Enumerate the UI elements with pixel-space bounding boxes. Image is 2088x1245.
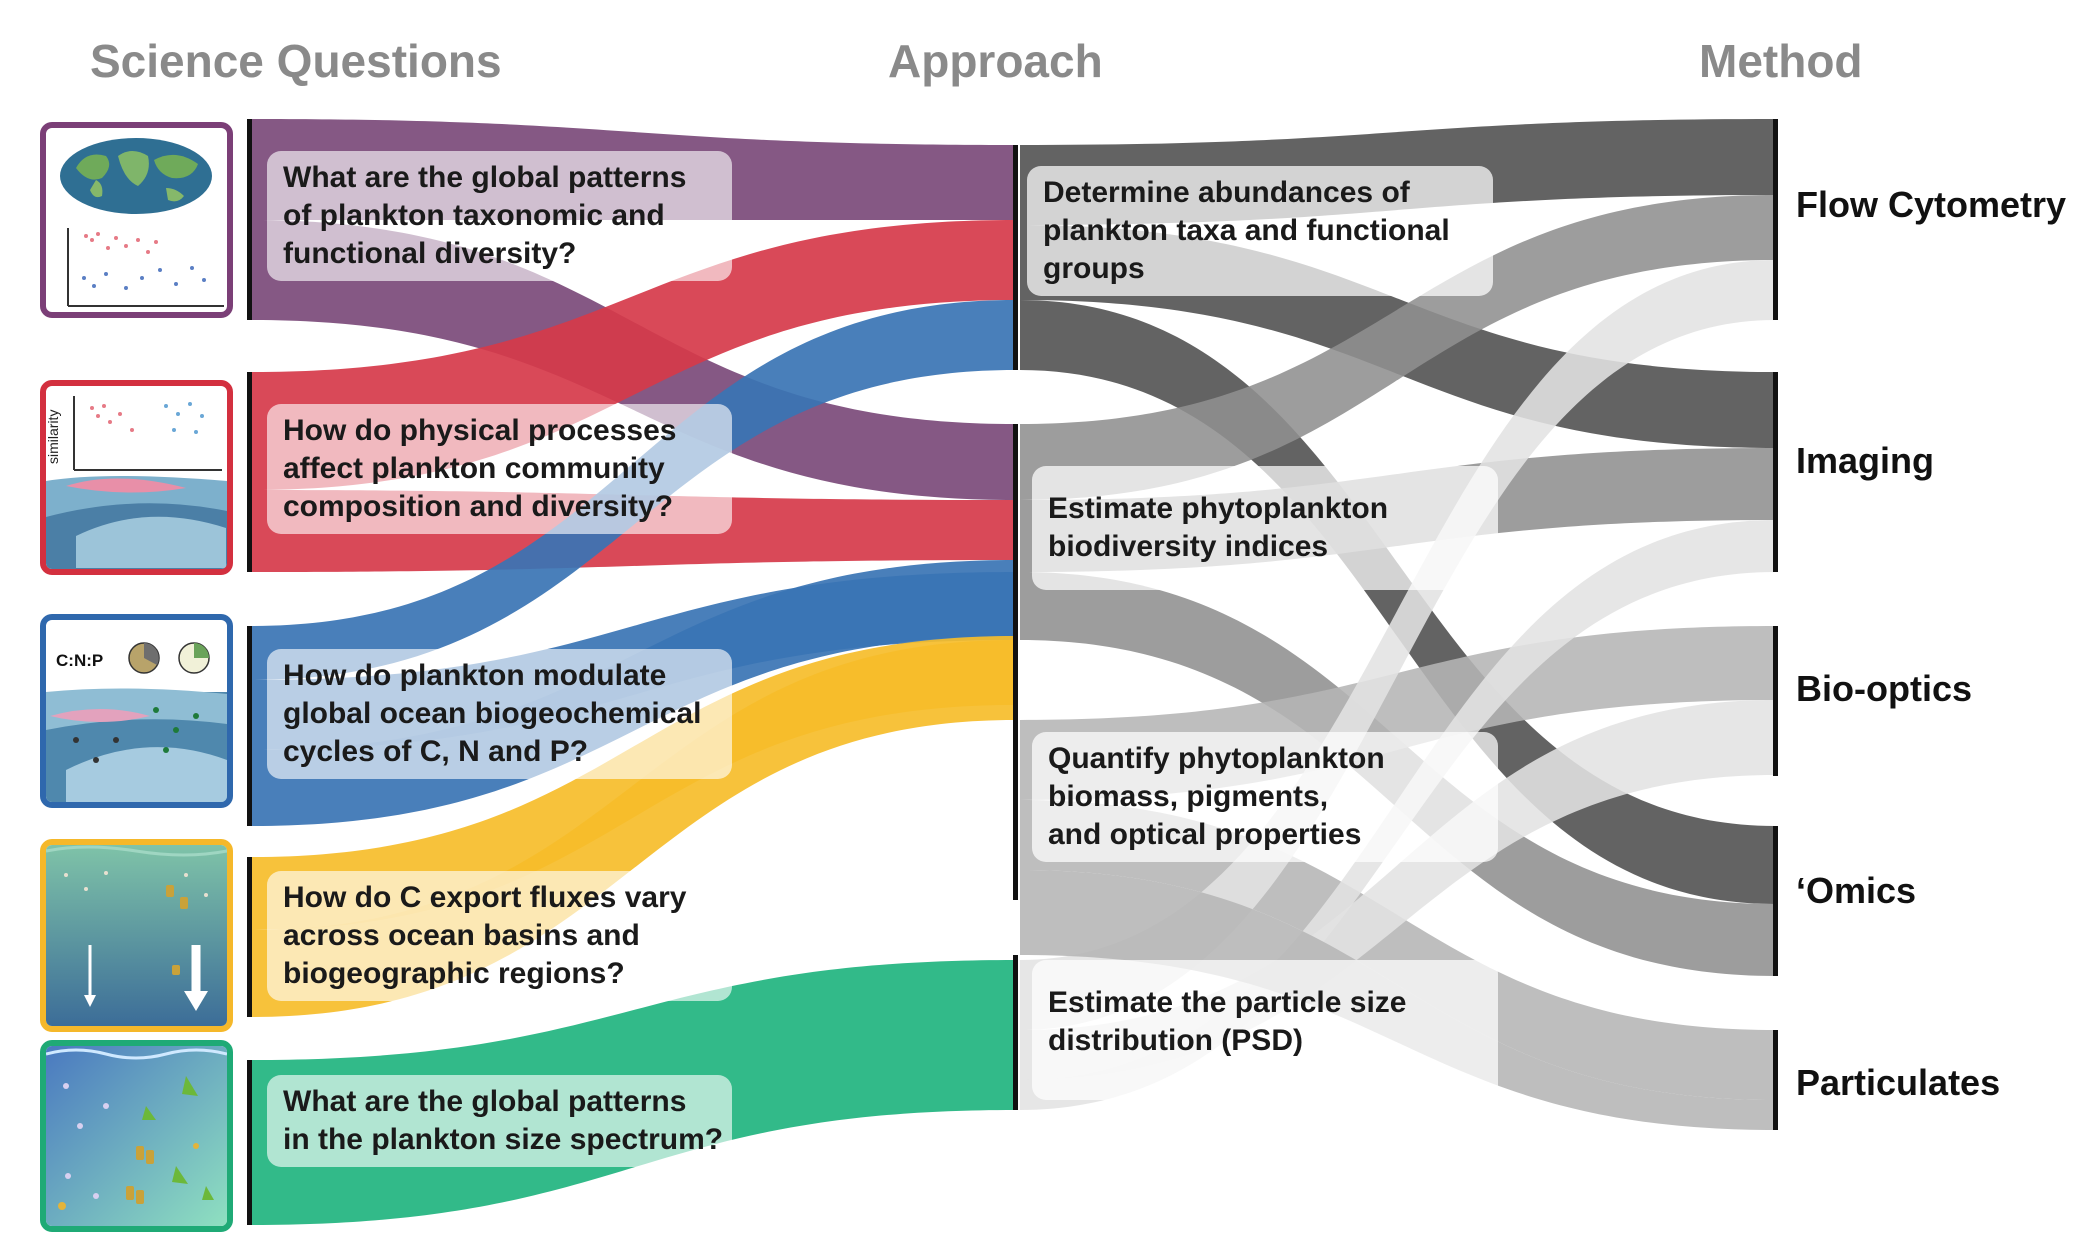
similarity-scatter-ocean-icon: similarity	[46, 396, 227, 569]
approach-node-bar	[1013, 145, 1018, 370]
question-line: How do plankton modulate	[283, 659, 667, 692]
question-line: in the plankton size spectrum?	[283, 1123, 724, 1156]
approach-biodiversity-indices: Estimate phytoplankton biodiversity indi…	[1032, 466, 1498, 590]
thumbnail-size-spectrum	[40, 1040, 233, 1232]
approach-node-bar	[1013, 955, 1018, 1110]
approach-abundances: Determine abundances of plankton taxa an…	[1027, 166, 1493, 296]
question-line: What are the global patterns	[283, 161, 687, 194]
header-method: Method	[1699, 35, 1863, 87]
question-node-bar	[247, 857, 252, 1017]
approach-node-bar	[1013, 424, 1018, 720]
method-node-bar	[1773, 1030, 1778, 1130]
cnp-pie-ocean-icon: C:N:P	[46, 642, 227, 802]
approach-biomass-pigments: Quantify phytoplankton biomass, pigments…	[1032, 732, 1498, 862]
plankton-size-ocean-icon	[46, 1046, 227, 1226]
approach-line: groups	[1043, 252, 1145, 285]
thumbnail-physical-processes: similarity	[40, 380, 233, 575]
method-node-bar	[1773, 119, 1778, 320]
question-line: How do physical processes	[283, 414, 677, 447]
question-node-bar	[247, 626, 252, 826]
thumbnail-carbon-export	[40, 839, 233, 1032]
question-global-diversity: What are the global patterns of plankton…	[267, 151, 732, 281]
similarity-axis-label: similarity	[46, 410, 61, 464]
cnp-label: C:N:P	[56, 651, 103, 670]
header-science-questions: Science Questions	[90, 35, 502, 87]
question-biogeochemical-cycles: How do plankton modulate global ocean bi…	[267, 649, 732, 779]
method-bio-optics: Bio-optics	[1796, 668, 1972, 709]
question-line: functional diversity?	[283, 237, 577, 270]
flow-approach-method	[1020, 800, 1775, 1100]
method-particulates: Particulates	[1796, 1062, 2001, 1103]
approach-line: Determine abundances of	[1043, 176, 1410, 209]
approach-node-bar	[1013, 700, 1018, 900]
approach-line: biomass, pigments,	[1048, 780, 1329, 813]
thumbnail-global-diversity	[40, 122, 233, 318]
flow-approach-method	[1020, 700, 1775, 1080]
question-line: across ocean basins and	[283, 919, 640, 952]
method-node-bar	[1773, 626, 1778, 776]
header-approach: Approach	[888, 35, 1103, 87]
flow-approach-method	[1020, 300, 1775, 904]
method-imaging: Imaging	[1796, 440, 1935, 481]
approach-line: distribution (PSD)	[1048, 1024, 1303, 1057]
question-line: What are the global patterns	[283, 1085, 687, 1118]
flow-approach-method	[1020, 260, 1775, 1030]
method-omics: ‘Omics	[1796, 870, 1917, 911]
approach-line: and optical properties	[1048, 818, 1362, 851]
question-line: composition and diversity?	[283, 490, 674, 523]
question-node-bar	[247, 372, 252, 572]
approach-line: Quantify phytoplankton	[1048, 742, 1385, 775]
approach-particle-size: Estimate the particle size distribution …	[1032, 960, 1498, 1100]
question-line: How do C export fluxes vary	[283, 881, 687, 914]
method-flow-cytometry: Flow Cytometry	[1796, 184, 2067, 225]
carbon-export-arrows-icon	[46, 845, 227, 1026]
world-map-scatter-icon	[60, 138, 224, 307]
approach-line: Estimate phytoplankton	[1048, 492, 1389, 525]
question-line: global ocean biogeochemical	[283, 697, 702, 730]
question-line: affect plankton community	[283, 452, 665, 485]
question-node-bar	[247, 119, 252, 320]
method-node-bar	[1773, 372, 1778, 572]
question-line: of plankton taxonomic and	[283, 199, 665, 232]
question-line: biogeographic regions?	[283, 957, 625, 990]
method-node-bar	[1773, 826, 1778, 976]
question-carbon-export: How do C export fluxes vary across ocean…	[267, 871, 732, 1001]
question-physical-processes: How do physical processes affect plankto…	[267, 404, 732, 534]
approach-line: plankton taxa and functional	[1043, 214, 1450, 247]
approach-line: Estimate the particle size	[1048, 986, 1407, 1019]
question-line: cycles of C, N and P?	[283, 735, 589, 768]
approach-line: biodiversity indices	[1048, 530, 1329, 563]
question-node-bar	[247, 1060, 252, 1225]
flow-approach-method	[1020, 195, 1775, 500]
thumbnail-biogeochemical-cycles: C:N:P	[40, 614, 233, 808]
question-size-spectrum: What are the global patterns in the plan…	[267, 1075, 732, 1167]
